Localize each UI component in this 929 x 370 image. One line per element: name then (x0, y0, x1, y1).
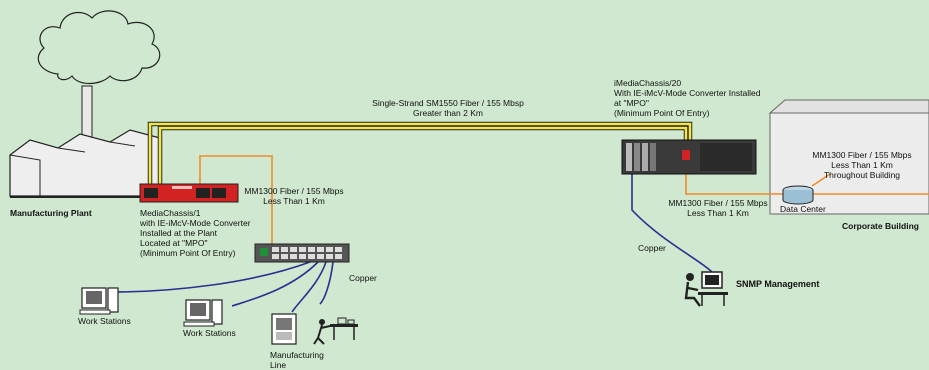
ethernet-switch (255, 244, 349, 262)
workstation-icon-2 (184, 300, 222, 326)
manufacturing-line-label: Manufacturing Line (270, 350, 324, 370)
corporate-building-label: Corporate Building (842, 221, 919, 231)
imedia-chassis-20 (622, 140, 756, 174)
copper-plant-label: Copper (349, 273, 377, 283)
mm1300-plant-label: MM1300 Fiber / 155 Mbps Less Than 1 Km (232, 186, 356, 206)
data-center-label: Data Center (780, 204, 826, 214)
mm1300-building-label: MM1300 Fiber / 155 Mbps Less Than 1 Km T… (800, 150, 924, 180)
media-chassis-1 (140, 184, 238, 202)
factory-icon (10, 11, 160, 198)
snmp-management-label: SNMP Management (736, 279, 819, 289)
work-stations-1-label: Work Stations (78, 316, 131, 326)
media-chassis-1-label: MediaChassis/1 with IE-iMcV-Mode Convert… (140, 208, 251, 258)
snmp-management-icon (686, 272, 728, 306)
factory-building (10, 130, 160, 196)
mm1300-corporate-label: MM1300 Fiber / 155 Mbps Less Than 1 Km (656, 198, 780, 218)
smoke-cloud (38, 11, 159, 84)
copper-corporate-label: Copper (638, 243, 666, 253)
data-center-icon (783, 186, 813, 204)
work-stations-2-label: Work Stations (183, 328, 236, 338)
manufacturing-plant-label: Manufacturing Plant (10, 208, 92, 218)
single-strand-link-label: Single-Strand SM1550 Fiber / 155 Mbsp Gr… (348, 98, 548, 118)
manufacturing-line-icon (272, 314, 358, 344)
workstation-icon-1 (80, 288, 118, 314)
imedia-chassis-20-label: iMediaChassis/20 With IE-iMcV-Mode Conve… (614, 78, 760, 118)
